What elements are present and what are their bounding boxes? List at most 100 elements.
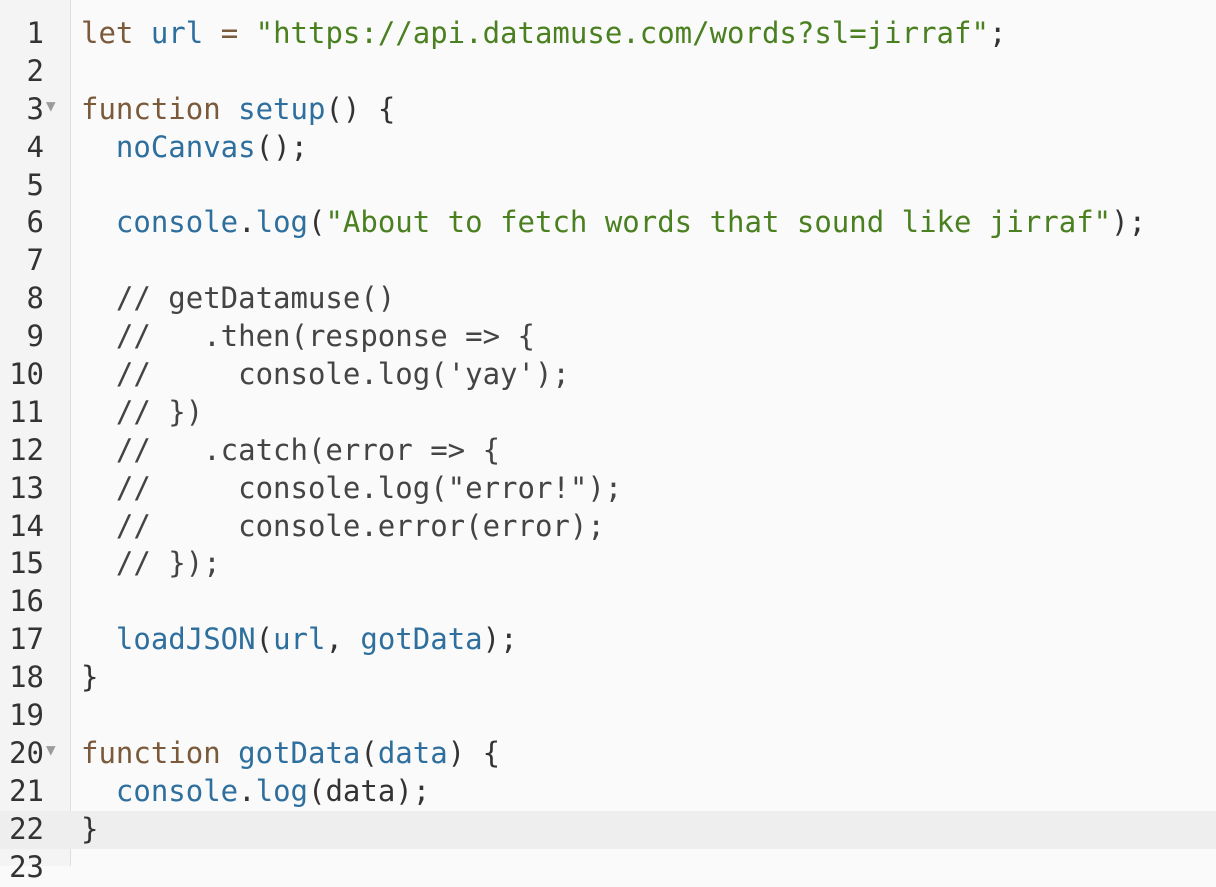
fold-arrow-icon[interactable]: ▼ — [46, 739, 56, 759]
line-code: // .catch(error => { — [81, 432, 500, 470]
code-token: () { — [325, 91, 396, 126]
code-token: // .catch(error => { — [81, 432, 501, 467]
code-token — [81, 130, 116, 164]
code-line[interactable]: 20▼function gotData(data) { — [0, 735, 1216, 773]
line-number: 17 — [9, 622, 44, 657]
code-token: log — [255, 773, 308, 808]
line-code: // console.log("error!"); — [81, 470, 622, 508]
code-token — [81, 774, 116, 808]
code-line[interactable]: 7 — [0, 242, 1216, 280]
code-line[interactable]: 10 // console.log('yay'); — [0, 356, 1216, 394]
code-token: // console.log("error!"); — [81, 470, 623, 505]
line-code: // .then(response => { — [81, 318, 535, 356]
code-line[interactable]: 19 — [0, 697, 1216, 735]
code-token: = — [203, 16, 256, 50]
code-token — [81, 622, 116, 656]
code-line[interactable]: 3▼ function setup() { — [0, 91, 1216, 129]
code-token: ( — [308, 205, 326, 240]
line-code: console.log("About to fetch words that s… — [81, 204, 1146, 242]
code-token: // }); — [81, 546, 221, 581]
code-line[interactable]: 6 console.log("About to fetch words that… — [0, 204, 1216, 242]
line-number: 21 — [9, 773, 44, 808]
code-line[interactable]: 21 console.log(data); — [0, 773, 1216, 811]
code-line[interactable]: 4 noCanvas(); — [0, 129, 1216, 167]
line-number: 11 — [9, 394, 44, 429]
code-token: ( — [360, 735, 378, 770]
line-number: 6 — [26, 205, 44, 240]
line-number: 22 — [9, 811, 44, 846]
code-token: , — [325, 622, 361, 657]
code-token: log — [255, 205, 308, 240]
code-token: } — [81, 811, 99, 846]
code-line[interactable]: 12 // .catch(error => { — [0, 432, 1216, 470]
code-token: (data); — [308, 773, 431, 808]
line-code: // getDatamuse() — [81, 280, 395, 318]
code-line[interactable]: 11 // }) — [0, 394, 1216, 432]
code-line[interactable]: 22} — [0, 810, 1216, 849]
code-token: function — [81, 91, 239, 126]
code-token: ) { — [447, 735, 501, 770]
line-number: 4 — [26, 129, 44, 164]
line-code: } — [81, 659, 98, 697]
code-token — [81, 205, 116, 239]
code-token: url — [273, 622, 326, 657]
code-token: // }) — [81, 394, 204, 429]
code-line[interactable]: 23 — [0, 849, 1216, 887]
line-code: function setup() { — [81, 91, 395, 129]
code-token: ; — [988, 16, 1007, 50]
code-token: console — [115, 773, 239, 808]
line-number: 12 — [9, 432, 44, 467]
code-line[interactable]: 14 // console.error(error); — [0, 508, 1216, 546]
line-code: // console.log('yay'); — [81, 356, 570, 394]
line-number: 10 — [9, 357, 44, 392]
code-token: "https://api.datamuse.com/words?sl=jirra… — [255, 16, 989, 50]
line-code: noCanvas(); — [81, 129, 308, 167]
code-line[interactable]: 17 loadJSON(url, gotData); — [0, 621, 1216, 659]
code-line[interactable]: 1 let url = "https://api.datamuse.com/wor… — [0, 15, 1216, 53]
code-token: gotData — [360, 622, 483, 657]
line-code: // }); — [81, 545, 221, 583]
line-code: loadJSON(url, gotData); — [81, 621, 518, 659]
code-token: // console.log('yay'); — [81, 357, 570, 392]
code-token: data — [377, 735, 448, 770]
code-line[interactable]: 15 // }); — [0, 545, 1216, 583]
line-number-gutter — [0, 0, 71, 866]
code-token: // .then(response => { — [81, 319, 535, 354]
code-token: url — [150, 16, 204, 50]
code-token: . — [238, 205, 256, 240]
code-token: gotData — [238, 735, 361, 770]
line-number: 16 — [9, 584, 44, 619]
code-token: (); — [255, 129, 308, 164]
line-number: 23 — [9, 849, 44, 884]
line-number: 5 — [26, 167, 44, 202]
line-number: 3 — [26, 91, 44, 126]
code-token: function — [81, 735, 239, 770]
code-token: } — [81, 660, 99, 695]
code-line[interactable]: 5 — [0, 167, 1216, 205]
line-number: 1 — [26, 16, 44, 50]
code-line[interactable]: 8 // getDatamuse() — [0, 280, 1216, 318]
code-line[interactable]: 18} — [0, 659, 1216, 697]
line-code: console.log(data); — [81, 773, 430, 811]
code-token: noCanvas — [115, 129, 256, 164]
code-line[interactable]: 2 — [0, 53, 1216, 91]
line-number: 8 — [26, 281, 44, 316]
line-number: 18 — [9, 660, 44, 695]
fold-arrow-icon[interactable]: ▼ — [46, 95, 56, 115]
line-code: let url = "https://api.datamuse.com/word… — [81, 15, 1006, 53]
code-line[interactable]: 16 — [0, 583, 1216, 621]
code-token: // console.error(error); — [81, 508, 605, 543]
line-number: 19 — [9, 698, 44, 733]
code-token: ); — [482, 622, 518, 657]
code-lines[interactable]: 1 let url = "https://api.datamuse.com/wor… — [0, 15, 1216, 886]
code-line[interactable]: 9 // .then(response => { — [0, 318, 1216, 356]
code-token: "About to fetch words that sound like ji… — [325, 205, 1112, 240]
code-token: let — [81, 16, 151, 50]
code-line[interactable]: 13 // console.log("error!"); — [0, 470, 1216, 508]
code-token: loadJSON — [115, 622, 256, 657]
line-number: 13 — [9, 470, 44, 505]
code-token: ( — [255, 622, 274, 657]
code-token: console — [115, 205, 239, 240]
line-number: 15 — [9, 546, 44, 581]
